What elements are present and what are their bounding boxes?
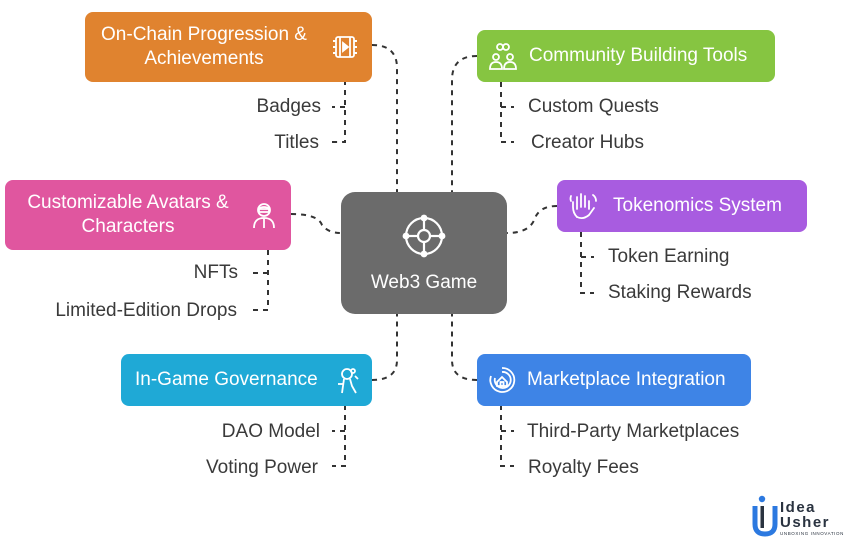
sub-item-badges: Badges <box>256 96 321 117</box>
sub-item-titles: Titles <box>274 132 319 153</box>
node-label: Community Building Tools <box>529 45 748 66</box>
sub-item-third-party-marketplaces: Third-Party Marketplaces <box>527 421 740 442</box>
sub-item-token-earning: Token Earning <box>608 246 730 267</box>
node-onchain-progression: On-Chain Progression & Achievements <box>85 12 372 82</box>
community-icon <box>489 43 517 70</box>
idea-usher-logo: Idea Usher UNBOXING INNOVATION <box>752 495 844 537</box>
node-label-line2: Achievements <box>144 48 264 69</box>
film-strip-icon <box>333 36 357 58</box>
node-label-line1: On-Chain Progression & <box>101 24 307 45</box>
sub-item-royalty-fees: Royalty Fees <box>528 457 639 478</box>
node-marketplace-integration: Marketplace Integration <box>477 354 751 406</box>
hand-wave-icon <box>569 193 597 220</box>
node-community-building-tools: Community Building Tools <box>477 30 775 82</box>
node-label: Tokenomics System <box>613 195 782 216</box>
sub-item-nfts: NFTs <box>193 262 238 283</box>
node-customizable-avatars: Customizable Avatars & Characters <box>5 180 291 250</box>
sub-item-custom-quests: Custom Quests <box>528 96 659 117</box>
sub-item-creator-hubs: Creator Hubs <box>531 132 644 153</box>
governance-icon <box>338 368 359 394</box>
node-label: Marketplace Integration <box>527 369 726 390</box>
node-label: In-Game Governance <box>135 369 318 390</box>
sub-item-dao-model: DAO Model <box>221 421 320 442</box>
network-hub-icon <box>402 214 446 258</box>
sub-item-limited-edition-drops: Limited-Edition Drops <box>55 300 237 321</box>
logo-line1: Idea <box>780 499 816 516</box>
sub-item-staking-rewards: Staking Rewards <box>608 282 752 303</box>
center-node: Web3 Game <box>341 192 507 314</box>
node-label-line1: Customizable Avatars & <box>27 192 229 213</box>
logo-tagline: UNBOXING INNOVATION <box>780 531 844 536</box>
sub-item-voting-power: Voting Power <box>206 457 318 478</box>
marketplace-icon <box>489 367 516 393</box>
node-label-line2: Characters <box>81 216 175 237</box>
avatar-icon <box>253 203 275 229</box>
logo-line2: Usher <box>780 514 830 531</box>
node-tokenomics-system: Tokenomics System <box>557 180 807 232</box>
center-label: Web3 Game <box>370 272 478 293</box>
node-in-game-governance: In-Game Governance <box>121 354 372 406</box>
